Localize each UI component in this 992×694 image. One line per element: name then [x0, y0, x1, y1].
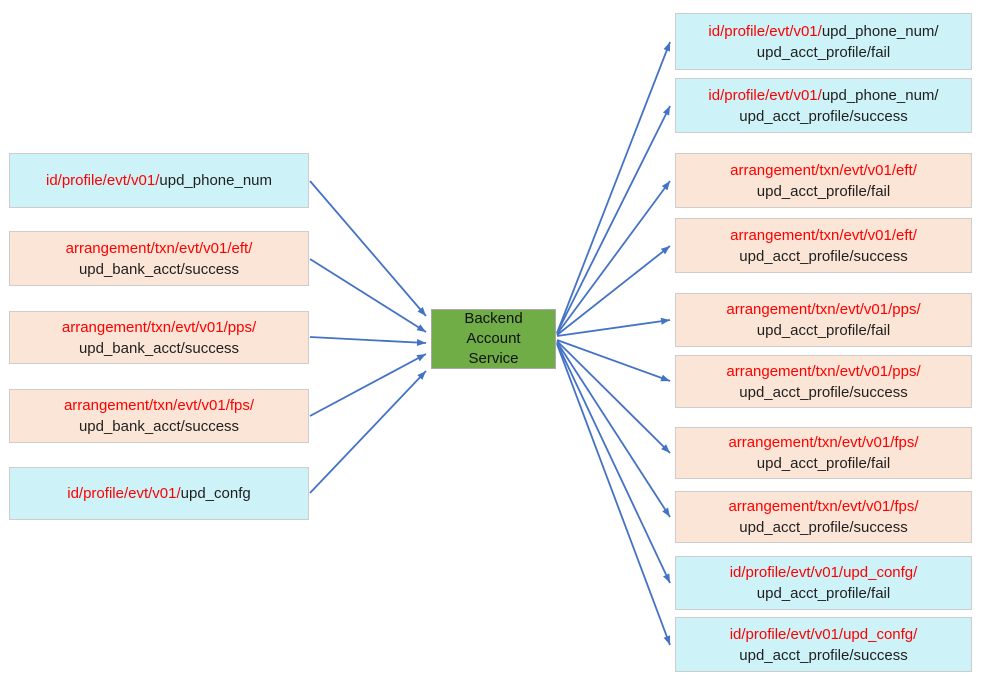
topic-line1: id/profile/evt/v01/upd_confg: [67, 483, 250, 504]
topic-box-left-1: id/profile/evt/v01/upd_phone_num: [9, 153, 309, 208]
topic-suffix: upd_confg: [180, 485, 251, 502]
topic-line1: arrangement/txn/evt/v01/eft/: [730, 160, 917, 181]
topic-line1: arrangement/txn/evt/v01/fps/: [728, 496, 918, 517]
arrow-connector: [556, 317, 671, 337]
topic-box-right-3: arrangement/txn/evt/v01/eft/ upd_acct_pr…: [675, 153, 972, 208]
topic-line2: upd_bank_acct/success: [78, 260, 240, 278]
topic-line2: upd_acct_profile/fail: [756, 455, 891, 472]
topic-line2: upd_acct_profile/success: [739, 646, 908, 664]
arrow-connector: [556, 342, 671, 584]
topic-prefix: arrangement/txn/evt/v01/pps/: [726, 301, 921, 318]
topic-line2: upd_acct_profile/success: [739, 247, 908, 265]
topic-line2: upd_acct_profile/fail: [756, 585, 891, 602]
topic-line1: arrangement/txn/evt/v01/eft/: [66, 238, 253, 259]
topic-prefix: arrangement/txn/evt/v01/eft/: [730, 226, 917, 244]
topic-prefix: id/profile/evt/v01/upd_confg/: [729, 625, 918, 643]
topic-prefix: arrangement/txn/evt/v01/pps/: [61, 318, 257, 336]
topic-box-left-5: id/profile/evt/v01/upd_confg: [9, 467, 309, 520]
topic-prefix: id/profile/evt/v01/: [708, 86, 822, 104]
topic-prefix: id/profile/evt/v01/upd_confg/: [729, 564, 918, 581]
topic-line2: upd_bank_acct/success: [78, 418, 240, 435]
topic-prefix: id/profile/evt/v01/: [67, 485, 181, 502]
arrow-connector: [309, 258, 427, 333]
arrow-connector: [556, 340, 671, 454]
topic-line1: id/profile/evt/v01/upd_confg/: [730, 624, 918, 645]
arrow-connector: [556, 343, 671, 646]
service-box: Backend Account Service: [431, 309, 556, 369]
topic-prefix: arrangement/txn/evt/v01/eft/: [730, 161, 917, 179]
topic-line2: upd_acct_profile/success: [739, 107, 908, 125]
topic-box-right-10: id/profile/evt/v01/upd_confg/ upd_acct_p…: [675, 617, 972, 672]
arrow-connector: [556, 341, 671, 518]
topic-box-right-9: id/profile/evt/v01/upd_confg/ upd_acct_p…: [675, 556, 972, 610]
topic-line2: upd_acct_profile/fail: [756, 43, 891, 61]
topic-prefix: arrangement/txn/evt/v01/eft/: [65, 239, 253, 257]
arrow-connector: [556, 339, 671, 382]
topic-line1: arrangement/txn/evt/v01/pps/: [726, 361, 920, 382]
topic-line1: arrangement/txn/evt/v01/fps/: [728, 432, 918, 453]
arrow-connector: [556, 105, 671, 334]
topic-box-right-4: arrangement/txn/evt/v01/eft/ upd_acct_pr…: [675, 218, 972, 273]
topic-suffix: upd_phone_num/: [821, 86, 939, 104]
arrow-connector: [309, 370, 427, 494]
topic-prefix: arrangement/txn/evt/v01/pps/: [726, 362, 921, 380]
topic-suffix: upd_phone_num/: [821, 22, 939, 40]
topic-box-left-4: arrangement/txn/evt/v01/fps/ upd_bank_ac…: [9, 389, 309, 443]
topic-box-left-2: arrangement/txn/evt/v01/eft/ upd_bank_ac…: [9, 231, 309, 286]
topic-line1: arrangement/txn/evt/v01/eft/: [730, 225, 917, 246]
topic-box-right-2: id/profile/evt/v01/upd_phone_num/ upd_ac…: [675, 78, 972, 133]
topic-prefix: id/profile/evt/v01/: [45, 172, 160, 189]
topic-line1: id/profile/evt/v01/upd_confg/: [730, 562, 918, 583]
topic-line1: id/profile/evt/v01/upd_phone_num: [46, 170, 272, 191]
arrow-connector: [309, 180, 427, 317]
topic-box-right-7: arrangement/txn/evt/v01/fps/ upd_acct_pr…: [675, 427, 972, 479]
topic-box-right-5: arrangement/txn/evt/v01/pps/ upd_acct_pr…: [675, 293, 972, 347]
topic-line2: upd_acct_profile/fail: [756, 182, 891, 200]
topic-prefix: arrangement/txn/evt/v01/fps/: [728, 498, 919, 515]
topic-line2: upd_bank_acct/success: [78, 339, 240, 357]
topic-line2: upd_acct_profile/success: [739, 519, 908, 536]
topic-line2: upd_acct_profile/success: [739, 383, 908, 401]
topic-line2: upd_acct_profile/fail: [756, 322, 891, 339]
topic-prefix: id/profile/evt/v01/: [708, 22, 822, 40]
topic-line1: arrangement/txn/evt/v01/fps/: [64, 395, 254, 416]
arrow-connector: [309, 336, 427, 347]
arrow-connector: [556, 245, 671, 336]
topic-prefix: arrangement/txn/evt/v01/fps/: [728, 434, 919, 451]
topic-line1: id/profile/evt/v01/upd_phone_num/: [708, 85, 938, 106]
topic-line1: arrangement/txn/evt/v01/pps/: [62, 317, 256, 338]
topic-box-right-6: arrangement/txn/evt/v01/pps/ upd_acct_pr…: [675, 355, 972, 408]
topic-box-right-8: arrangement/txn/evt/v01/fps/ upd_acct_pr…: [675, 491, 972, 543]
arrow-connector: [309, 353, 427, 417]
topic-prefix: arrangement/txn/evt/v01/fps/: [63, 397, 255, 414]
arrow-connector: [556, 41, 671, 334]
topic-suffix: upd_phone_num: [159, 172, 272, 189]
topic-line1: id/profile/evt/v01/upd_phone_num/: [708, 21, 938, 42]
topic-line1: arrangement/txn/evt/v01/pps/: [726, 299, 920, 320]
arrow-connector: [556, 180, 671, 335]
topic-box-right-1: id/profile/evt/v01/upd_phone_num/ upd_ac…: [675, 13, 972, 70]
topic-box-left-3: arrangement/txn/evt/v01/pps/ upd_bank_ac…: [9, 311, 309, 364]
